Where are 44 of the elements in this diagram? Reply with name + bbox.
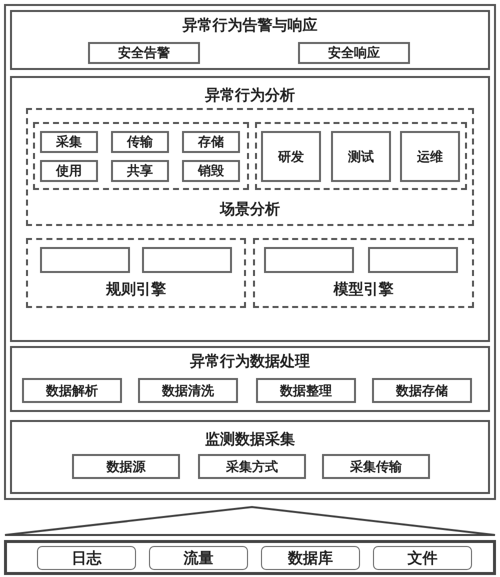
dashed-group xyxy=(26,108,474,226)
module-box xyxy=(264,247,354,273)
module-box: 数据源 xyxy=(72,454,180,479)
module-box: 采集方式 xyxy=(198,454,306,479)
module-box: 研发 xyxy=(261,131,321,182)
dashed-group xyxy=(26,238,246,308)
outer-frame xyxy=(4,4,496,500)
source-band xyxy=(4,540,496,575)
module-box xyxy=(368,247,458,273)
layer-title: 规则引擎 xyxy=(104,280,167,299)
source-box: 文件 xyxy=(373,546,472,570)
module-box: 采集 xyxy=(40,131,98,153)
module-box: 销毁 xyxy=(182,160,240,182)
dashed-group xyxy=(255,122,467,190)
layer-title: 场景分析 xyxy=(218,200,281,219)
layer-title: 监测数据采集 xyxy=(204,430,296,449)
layer-panel xyxy=(10,420,490,494)
module-box: 数据存储 xyxy=(372,378,472,403)
module-box: 采集传输 xyxy=(322,454,430,479)
module-box xyxy=(142,247,232,273)
module-box: 测试 xyxy=(331,131,391,182)
layer-title: 异常行为分析 xyxy=(204,86,296,105)
module-box: 共享 xyxy=(111,160,169,182)
dashed-group xyxy=(253,238,474,308)
dashed-group xyxy=(33,122,249,190)
source-box: 数据库 xyxy=(261,546,360,570)
module-box: 运维 xyxy=(400,131,460,182)
layer-title: 异常行为告警与响应 xyxy=(182,16,318,35)
module-box: 数据解析 xyxy=(22,378,122,403)
layer-panel xyxy=(10,10,490,70)
module-box: 传输 xyxy=(111,131,169,153)
module-box xyxy=(40,247,130,273)
source-box: 流量 xyxy=(149,546,248,570)
module-box: 存储 xyxy=(182,131,240,153)
module-box: 安全响应 xyxy=(298,42,410,64)
layer-title: 模型引擎 xyxy=(332,280,394,299)
source-box: 日志 xyxy=(37,546,136,570)
module-box: 数据清洗 xyxy=(138,378,238,403)
module-box: 使用 xyxy=(40,160,98,182)
layer-panel xyxy=(10,76,490,342)
module-box: 数据整理 xyxy=(256,378,356,403)
layer-panel xyxy=(10,346,490,412)
layer-title: 异常行为数据处理 xyxy=(189,352,311,371)
module-box: 安全告警 xyxy=(88,42,200,64)
